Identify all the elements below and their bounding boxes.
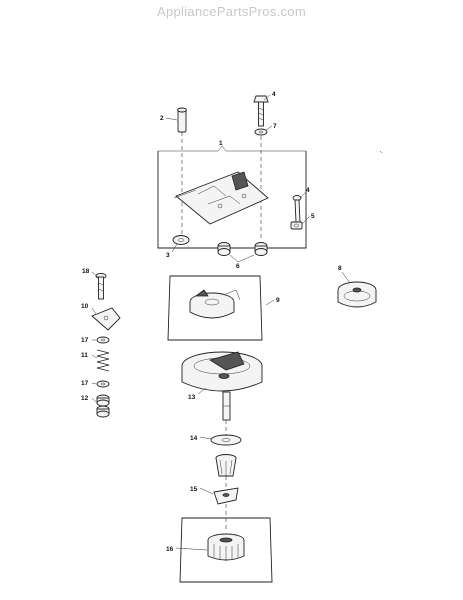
part-14-washer[interactable] [210, 420, 242, 446]
callout-17-lower: 17 [81, 380, 89, 387]
part-12-nuts[interactable] [96, 394, 110, 418]
callout-labels: 1 2 3 4 4 5 6 7 8 9 10 11 12 13 14 15 16… [81, 91, 342, 553]
registration-tick [379, 150, 383, 154]
callout-4-side: 4 [306, 187, 310, 194]
part-15-collar[interactable] [213, 487, 239, 530]
callout-14: 14 [190, 435, 198, 442]
callout-7: 7 [273, 123, 277, 130]
part-8-bobbin[interactable] [337, 281, 377, 308]
part-11-spring[interactable] [96, 349, 110, 372]
part-7-washer[interactable] [254, 128, 268, 238]
callout-1: 1 [219, 140, 223, 147]
callout-12: 12 [81, 395, 89, 402]
callout-15: 15 [190, 486, 198, 493]
part-6-nut-right[interactable] [254, 242, 268, 256]
callout-10: 10 [81, 303, 89, 310]
part-17-washer-upper[interactable] [96, 336, 110, 344]
watermark-text: AppliancePartsPros.com [157, 4, 306, 19]
callout-2: 2 [160, 115, 164, 122]
callout-6: 6 [236, 263, 240, 270]
part-6-nut-left[interactable] [217, 242, 231, 256]
part-18-screw[interactable] [95, 273, 107, 300]
part-17-washer-lower[interactable] [96, 380, 110, 388]
callout-16: 16 [166, 546, 174, 553]
callout-4-upper: 4 [272, 91, 276, 98]
part-10-bracket[interactable] [91, 307, 121, 331]
callout-9: 9 [276, 297, 280, 304]
callout-17-upper: 17 [81, 337, 89, 344]
part-16-lower-assembly[interactable] [179, 517, 273, 583]
part-13-hook-assembly[interactable] [181, 351, 263, 421]
callout-13: 13 [188, 394, 196, 401]
callout-8: 8 [338, 265, 342, 272]
callout-3: 3 [166, 252, 170, 259]
part-4-screw-upper[interactable] [253, 95, 269, 127]
part-9-bobbin-case-assembly[interactable] [167, 275, 263, 341]
part-3-washer[interactable] [172, 235, 190, 245]
part-1-needle-plate-assembly[interactable] [157, 145, 307, 249]
callout-18: 18 [82, 268, 90, 275]
gear-part [215, 454, 237, 488]
callout-11: 11 [81, 352, 88, 359]
leader-lines [91, 94, 351, 551]
callout-5: 5 [311, 213, 315, 220]
part-2-pin[interactable] [177, 107, 187, 238]
part-4-screw-side[interactable] [292, 195, 302, 223]
part-5-nut[interactable] [290, 221, 303, 230]
